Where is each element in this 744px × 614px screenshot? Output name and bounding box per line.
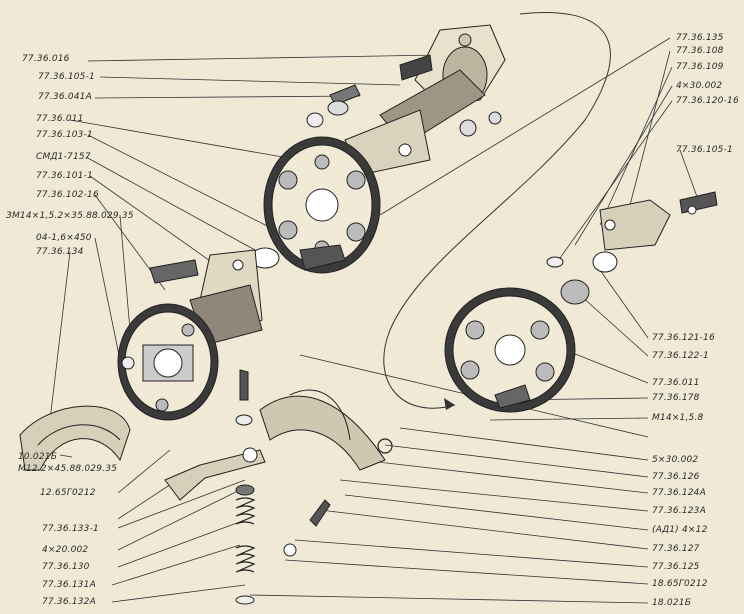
part-label: 77.36.120-16 (676, 96, 739, 106)
part-label: 77.36.109 (676, 62, 724, 72)
part-label: 77.36.101-1 (36, 171, 93, 181)
part-label: 77.36.102-16 (36, 190, 99, 200)
part-label: 77.36.131А (42, 580, 96, 590)
part-label: 18.65Г0212 (652, 579, 708, 589)
part-label: 77.36.135 (676, 33, 724, 43)
part-label: 77.36.132А (42, 597, 96, 607)
part-label: ЗМ14×1,5.2×35.88.029.35 (6, 211, 134, 221)
part-label: 10.021Б (18, 452, 58, 462)
part-label: 77.36.127 (652, 544, 700, 554)
part-label: СМД1-7157 (36, 152, 91, 162)
part-label: 77.36.178 (652, 393, 700, 403)
part-label: 77.36.041A (38, 92, 92, 102)
part-label: 04-1,6×450 (36, 233, 92, 243)
part-label: 77.36.134 (36, 247, 84, 257)
part-label: 77.36.105-1 (38, 72, 95, 82)
part-label: 77.36.121-16 (652, 333, 715, 343)
part-label: 77.36.125 (652, 562, 700, 572)
part-label: 77.36.011 (652, 378, 700, 388)
part-label: М12.2×45.88.029.35 (18, 464, 118, 474)
part-label: 77.36.016 (22, 54, 70, 64)
part-label: 77.36.126 (652, 472, 700, 482)
part-label: 77.36.103-1 (36, 130, 93, 140)
part-label: 77.36.011 (36, 114, 84, 124)
part-label: 77.36.133-1 (42, 524, 99, 534)
part-label: (АД1) 4×12 (652, 525, 708, 535)
part-label: 77.36.124А (652, 488, 706, 498)
part-label: 77.36.122-1 (652, 351, 709, 361)
part-label: 77.36.105-1 (676, 145, 733, 155)
part-label: 4×20.002 (42, 545, 89, 555)
part-label: 77.36.123А (652, 506, 706, 516)
part-label: 77.36.108 (676, 46, 724, 56)
part-label: 18.021Б (652, 598, 692, 608)
part-label: 5×30.002 (652, 455, 699, 465)
part-label: 12.65Г0212 (40, 488, 96, 498)
part-label: 77.36.130 (42, 562, 90, 572)
part-label: 4×30.002 (676, 81, 723, 91)
part-label: М14×1,5.8 (652, 413, 704, 423)
